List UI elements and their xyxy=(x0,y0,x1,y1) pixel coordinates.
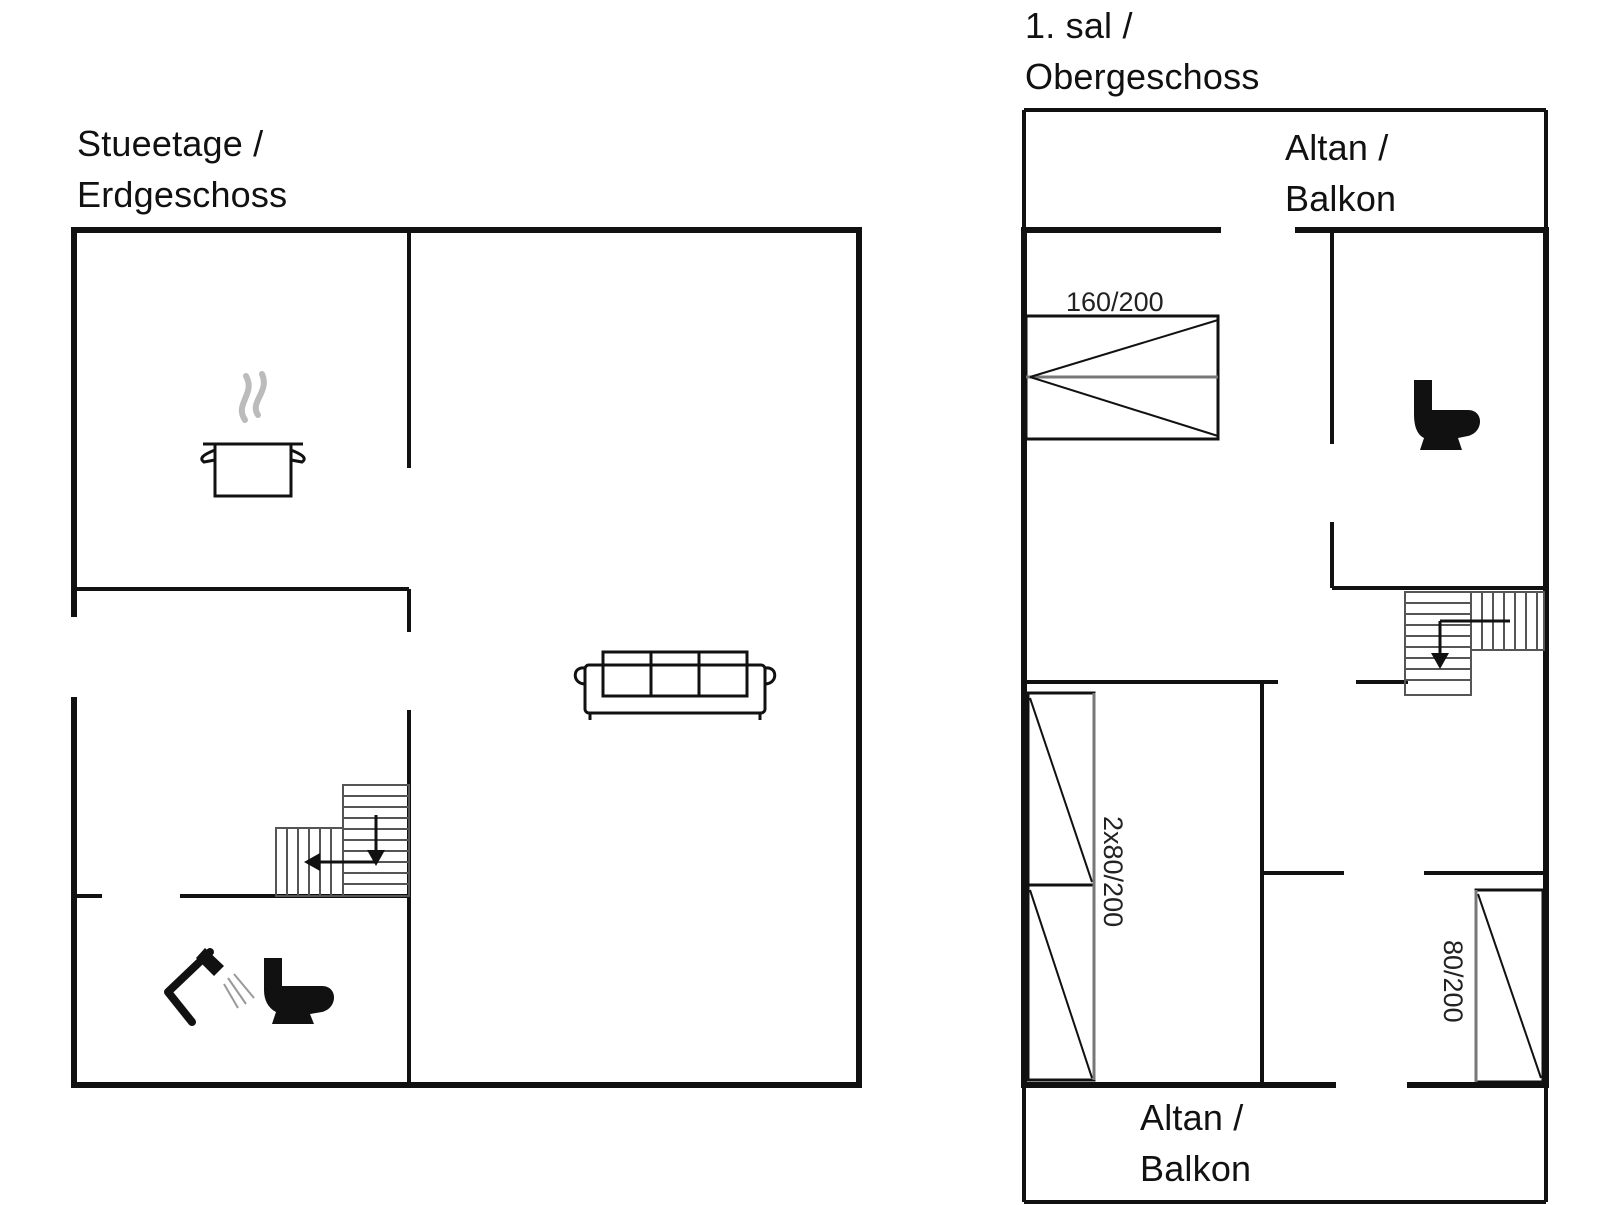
shower-icon xyxy=(164,948,255,1026)
balcony-top-label-line1: Altan / xyxy=(1285,127,1389,168)
single-bed-size-label: 80/200 xyxy=(1438,940,1468,1023)
upper-floor-title-line2: Obergeschoss xyxy=(1025,56,1260,97)
toilet-icon xyxy=(1414,380,1480,450)
ground-floor-title: Stueetage / Erdgeschoss xyxy=(77,118,287,220)
upper-floor-title-line1: 1. sal / xyxy=(1025,5,1133,46)
staircase-icon xyxy=(275,784,410,897)
balcony-bottom-label: Altan / Balkon xyxy=(1140,1092,1251,1194)
balcony-bottom-label-line2: Balkon xyxy=(1140,1148,1252,1189)
double-bed-size-label: 160/200 xyxy=(1066,287,1164,317)
upper-floor-title: 1. sal / Obergeschoss xyxy=(1025,0,1260,102)
ground-floor-plan xyxy=(71,227,862,1088)
twin-bed-size-label: 2x80/200 xyxy=(1098,816,1128,927)
staircase-icon xyxy=(1404,591,1545,696)
ground-floor-title-line1: Stueetage / xyxy=(77,123,264,164)
double-bed-icon xyxy=(1024,314,1220,441)
balcony-top-label: Altan / Balkon xyxy=(1285,122,1396,224)
balcony-top-label-line2: Balkon xyxy=(1285,178,1397,219)
twin-bed-icon xyxy=(1026,691,1096,1082)
cooking-pot-icon xyxy=(200,371,306,498)
single-bed-icon xyxy=(1474,888,1545,1084)
upper-floor-plan: 160/200 2x80/200 80/200 xyxy=(1021,108,1549,1204)
ground-floor-title-line2: Erdgeschoss xyxy=(77,174,288,215)
toilet-icon xyxy=(264,958,334,1024)
sofa-icon xyxy=(573,650,777,720)
balcony-bottom-label-line1: Altan / xyxy=(1140,1097,1244,1138)
